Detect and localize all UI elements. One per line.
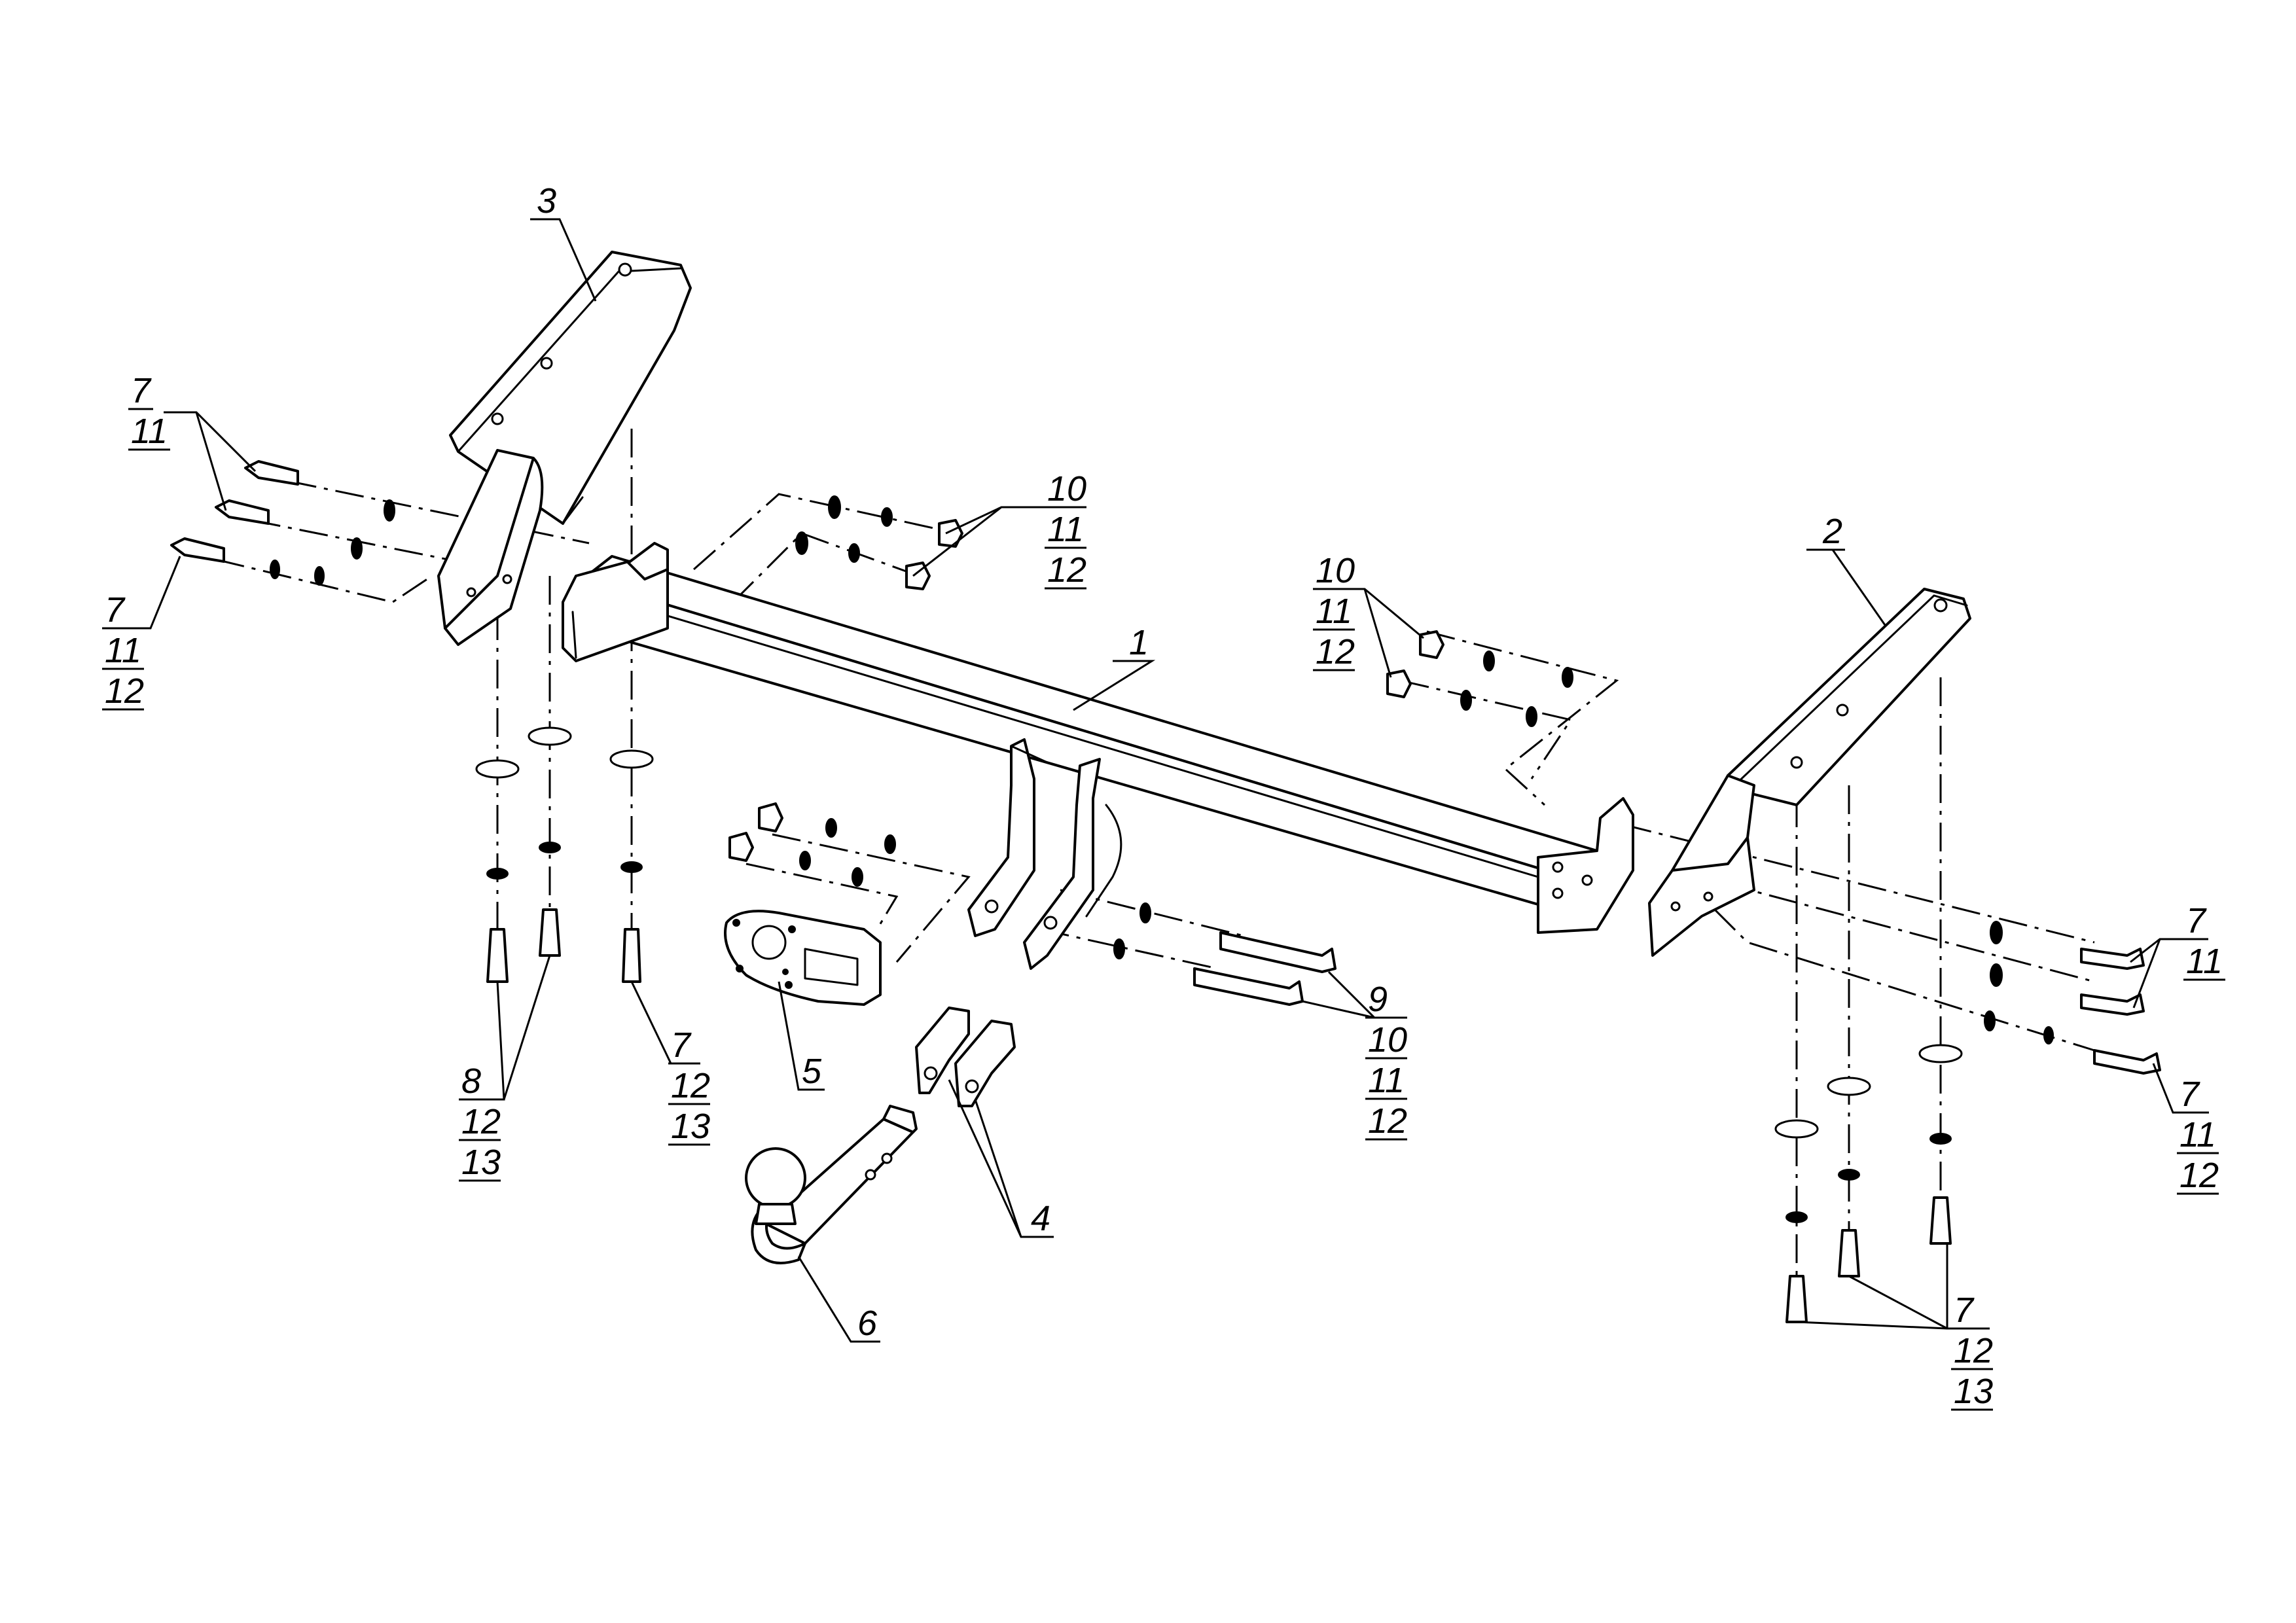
callout-number: 13 (671, 1107, 710, 1146)
callout-number: 12 (1316, 632, 1355, 671)
callout-number: 7 (131, 371, 152, 410)
callout-number: 12 (671, 1066, 710, 1105)
callout-number: 4 (1031, 1199, 1050, 1238)
callout-number: 10 (1316, 551, 1355, 590)
callout-number: 11 (2186, 942, 2223, 981)
callout-number: 8 (461, 1061, 481, 1101)
callout-part-3: 3 (534, 181, 559, 221)
callout-number: 7 (2186, 901, 2207, 940)
callout-number: 11 (1368, 1061, 1405, 1100)
right-bracket-part-2 (1648, 588, 1971, 957)
left-bracket-part-3 (437, 251, 692, 646)
callout-number: 12 (105, 671, 144, 711)
callout-number: 5 (802, 1052, 822, 1091)
callout-number: 9 (1368, 980, 1388, 1019)
callout-number: 11 (2179, 1115, 2216, 1154)
callout-number: 13 (1954, 1372, 1993, 1411)
callout-number: 12 (1954, 1331, 1993, 1370)
callout-number: 12 (1368, 1101, 1407, 1141)
callout-number: 10 (1047, 469, 1086, 508)
callout-number: 1 (1129, 623, 1149, 662)
callout-number: 11 (131, 412, 168, 451)
callout-part-2: 2 (1820, 512, 1845, 551)
socket-plate-part-5 (724, 910, 882, 1006)
callout-number: 12 (1047, 550, 1086, 590)
callout-number: 10 (1368, 1020, 1407, 1060)
callout-number: 2 (1822, 512, 1842, 551)
callout-part-6: 6 (855, 1304, 880, 1343)
callout-number: 3 (537, 181, 556, 221)
callout-number: 7 (671, 1026, 692, 1065)
callout-part-1: 1 (1126, 623, 1151, 662)
callout-part-5: 5 (799, 1052, 824, 1091)
callout-number: 7 (1954, 1291, 1975, 1330)
callout-number: 13 (461, 1143, 501, 1182)
callout-number: 7 (2179, 1075, 2200, 1114)
callout-right-bolts-upper: 711 (2183, 901, 2225, 981)
fasteners (170, 460, 2161, 1323)
callout-number: 12 (2179, 1156, 2219, 1195)
callout-number: 11 (105, 631, 141, 670)
spacer-plates-part-4 (915, 1007, 1016, 1107)
callout-number: 11 (1047, 510, 1084, 549)
callout-top-left-bolts: 711 (128, 371, 170, 451)
callout-number: 12 (461, 1102, 501, 1141)
cross-beam-part-1 (562, 542, 1634, 970)
callout-number: 7 (105, 590, 126, 630)
callout-number: 6 (857, 1304, 878, 1343)
callout-number: 11 (1316, 592, 1352, 631)
tow-ball-part-6 (745, 1105, 918, 1264)
callout-part-4: 4 (1028, 1199, 1053, 1238)
